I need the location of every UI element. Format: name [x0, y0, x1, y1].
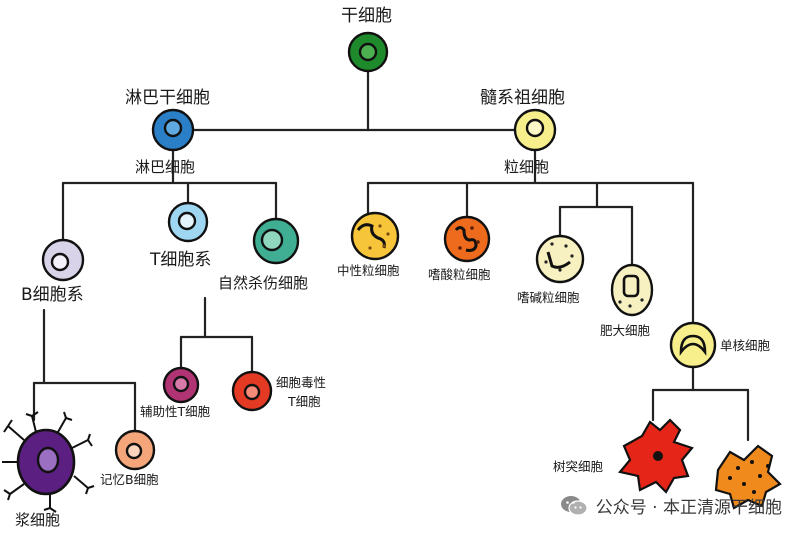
- monocyte-cell: [669, 321, 717, 369]
- stem-cell: [347, 31, 389, 73]
- connector-lines: [32, 70, 750, 442]
- mast-cell: [610, 263, 654, 317]
- label-helper-t: 辅助性T细胞: [140, 404, 211, 419]
- helper-t-cell: [162, 366, 200, 404]
- wechat-icon: [560, 495, 588, 516]
- label-eosinophil: 嗜酸粒细胞: [428, 267, 491, 282]
- label-nk-cell: 自然杀伤细胞: [218, 274, 309, 292]
- b-lineage-cell: [41, 238, 85, 282]
- label-t-lineage: T细胞系: [150, 250, 212, 270]
- label-basophil: 嗜碱粒细胞: [517, 290, 580, 305]
- label-b-lineage: B细胞系: [21, 285, 84, 305]
- label-stem-cell: 干细胞: [341, 6, 392, 26]
- dendritic-cell-orange: [714, 444, 782, 510]
- nk-cell: [252, 217, 300, 265]
- label-monocyte: 单核细胞: [720, 338, 771, 353]
- memory-b-cell: [114, 429, 156, 471]
- eosinophil-cell: [443, 215, 491, 263]
- label-myeloid-progenitor: 髓系祖细胞: [480, 88, 565, 108]
- label-mast-cell: 肥大细胞: [600, 323, 651, 338]
- label-plasma-cell: 浆细胞: [15, 511, 61, 529]
- label-lymphocyte: 淋巴细胞: [135, 158, 196, 176]
- label-dendritic-cell: 树突细胞: [553, 459, 604, 474]
- basophil-cell: [535, 234, 585, 284]
- plasma-cell: [2, 411, 95, 513]
- label-memory-b: 记忆B细胞: [100, 472, 159, 487]
- label-neutrophil: 中性粒细胞: [337, 263, 400, 278]
- dendritic-cell-red: [617, 418, 694, 494]
- neutrophil-cell: [350, 211, 400, 261]
- cytotoxic-t-cell: [231, 370, 273, 412]
- watermark-text: 公众号 · 本正清源干细胞: [595, 498, 782, 518]
- myeloid-progenitor-cell: [513, 108, 557, 152]
- label-lymphoid-stem-cell: 淋巴干细胞: [125, 88, 210, 108]
- lymphoid-stem-cell: [151, 108, 195, 152]
- label-cytotoxic-t-line1: 细胞毒性: [276, 375, 327, 390]
- watermark: 公众号 · 本正清源干细胞: [560, 493, 782, 518]
- label-granulocyte: 粒细胞: [504, 158, 550, 176]
- t-lineage-cell: [167, 201, 209, 243]
- label-cytotoxic-t-line2: T细胞: [288, 394, 321, 409]
